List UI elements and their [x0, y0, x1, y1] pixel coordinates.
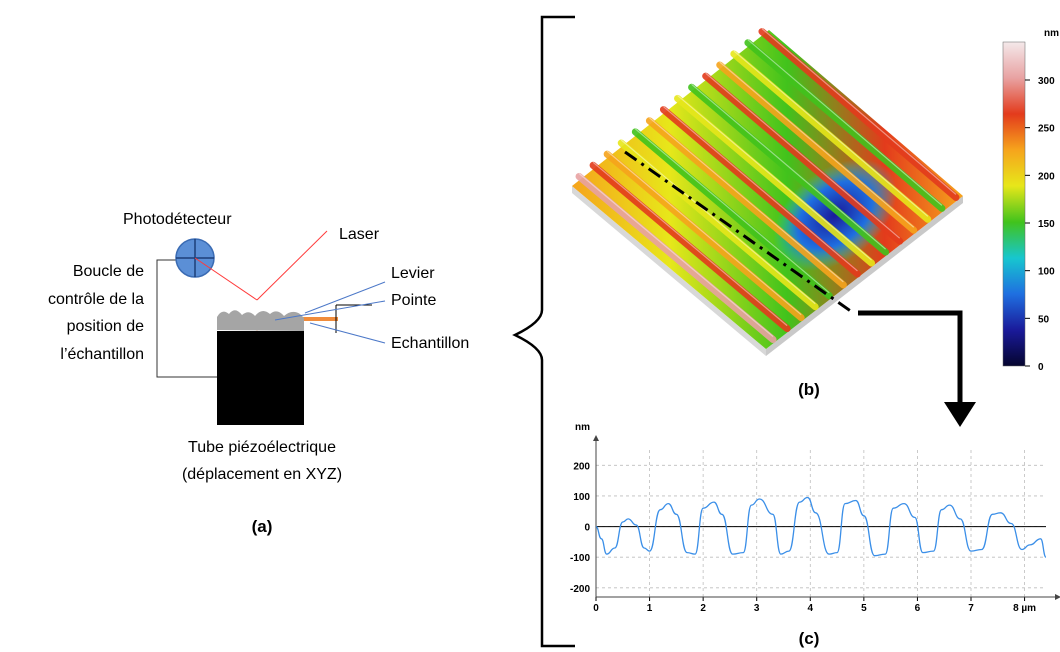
tip-pointer — [274, 300, 386, 321]
y-axis-unit: nm — [575, 422, 590, 433]
colorbar-tick-label: 150 — [1038, 219, 1055, 230]
caption-c: (c) — [799, 629, 820, 648]
tube-label-1: Tube piézoélectrique — [188, 439, 336, 456]
profile-series-line — [595, 496, 1047, 558]
y-tick-label: 100 — [573, 492, 590, 503]
x-tick-label: 7 — [968, 603, 974, 614]
laser-beam-out — [194, 257, 258, 301]
loop-label-2: contrôle de la — [48, 291, 144, 308]
colorbar: nm 300 250 200 150 100 50 0 — [1002, 28, 1059, 373]
surface-ridge-highlight — [649, 117, 844, 283]
surface-ridge-highlight — [761, 28, 957, 195]
grouping-brace — [512, 15, 575, 648]
lever-holder — [335, 304, 372, 333]
panel-c-chart: 0 1 2 3 4 5 6 7 8 µm 200 100 0 -100 -200 nm (c) — [570, 422, 1060, 648]
tip-label: Pointe — [391, 292, 436, 309]
x-tick-label: 8 µm — [1013, 603, 1036, 614]
surface-ridge — [659, 106, 861, 278]
surface-ridge — [674, 94, 876, 267]
surface-ridge-highlight — [606, 150, 802, 316]
surface-ridges — [575, 28, 960, 344]
surface-ridge-highlight — [663, 106, 858, 272]
loop-label-4: l’échantillon — [60, 346, 144, 363]
surface-ridge-highlight — [691, 83, 886, 250]
y-tick-label: -100 — [570, 553, 590, 564]
colorbar-unit: nm — [1044, 28, 1059, 39]
surface-ridge — [589, 161, 791, 333]
surface-ridge — [645, 117, 847, 289]
panel-b-surface: (b) — [572, 28, 963, 399]
surface-ridge-highlight — [634, 128, 830, 294]
surface-ridge-highlight — [733, 50, 929, 217]
x-tick-label: 0 — [593, 603, 599, 614]
colorbar-tick-label: 300 — [1038, 76, 1055, 87]
surface-ridge-highlight — [747, 39, 943, 206]
colorbar-tick-label: 0 — [1038, 362, 1044, 373]
surface-ridge — [716, 61, 918, 234]
lever-pointer — [304, 281, 386, 314]
surface-ridge — [617, 139, 819, 311]
loop-label-1: Boucle de — [73, 263, 144, 280]
colorbar-tick-label: 50 — [1038, 314, 1050, 325]
colorbar-strip — [1002, 41, 1026, 367]
colorbar-tick-label: 100 — [1038, 267, 1055, 278]
surface-ridge-highlight — [620, 139, 816, 305]
lever-label: Levier — [391, 265, 435, 282]
colorbar-tick-label: 250 — [1038, 124, 1055, 135]
colorbar-tick-label: 200 — [1038, 171, 1055, 182]
surface-ridge — [758, 28, 960, 201]
surface-ridge-highlight — [705, 72, 901, 239]
surface-side-right — [766, 196, 963, 356]
laser-beam-in — [256, 230, 328, 301]
surface-ridge-highlight — [592, 161, 788, 327]
surface-ridge-highlight — [719, 61, 915, 228]
laser-label: Laser — [339, 226, 380, 243]
surface-ridge — [730, 50, 932, 223]
chart-tick-labels: 0 1 2 3 4 5 6 7 8 µm 200 100 0 -100 -200 nm — [570, 422, 1036, 614]
colorbar-ticks: 300 250 200 150 100 50 0 — [1025, 76, 1055, 373]
caption-b: (b) — [798, 380, 820, 399]
surface-ridge — [702, 72, 904, 245]
x-tick-label: 6 — [915, 603, 921, 614]
x-tick-label: 3 — [754, 603, 760, 614]
surface-ridge — [631, 128, 833, 300]
y-tick-label: 200 — [573, 461, 590, 472]
surface-side-left — [572, 186, 766, 356]
loop-label-3: position de — [67, 318, 144, 335]
connector-arrow-head — [944, 402, 976, 427]
surface-top — [572, 30, 963, 349]
connector-arrow-line — [858, 310, 963, 402]
sample-surface — [217, 310, 304, 331]
surface-ridge — [688, 83, 890, 256]
tube-label-2: (déplacement en XYZ) — [182, 466, 342, 483]
surface-ridge-highlight — [677, 94, 872, 261]
sample-pointer — [309, 322, 386, 344]
x-tick-label: 2 — [700, 603, 706, 614]
sample-label: Echantillon — [391, 335, 469, 352]
x-tick-label: 4 — [808, 603, 814, 614]
y-tick-label: 0 — [584, 523, 590, 534]
caption-a: (a) — [252, 517, 273, 536]
surface-ridge — [575, 172, 777, 344]
piezo-tube — [217, 331, 304, 425]
panel-a-schematic: Photodétecteur Laser Levier Pointe Echan… — [48, 211, 469, 536]
y-tick-label: -200 — [570, 584, 590, 595]
photodetector-label: Photodétecteur — [123, 211, 232, 228]
surface-ridge-highlight — [578, 172, 774, 337]
profile-line — [624, 150, 853, 314]
x-tick-label: 1 — [647, 603, 653, 614]
surface-ridge — [744, 39, 946, 212]
surface-ridge — [603, 150, 805, 322]
feedback-loop-wire — [156, 259, 217, 378]
x-tick-label: 5 — [861, 603, 867, 614]
